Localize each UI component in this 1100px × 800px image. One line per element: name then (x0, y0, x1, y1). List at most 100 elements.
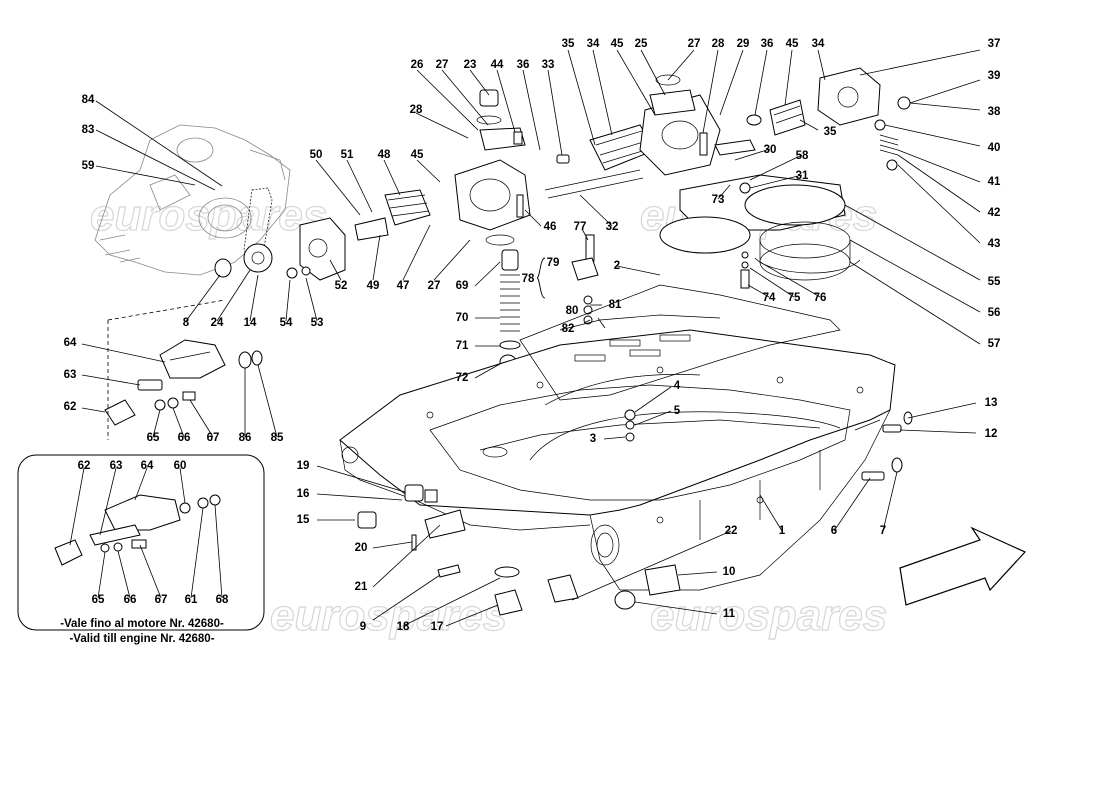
callout-36b: 36 (761, 38, 774, 50)
callout-11: 11 (723, 608, 736, 620)
callout-36a: 36 (517, 59, 530, 71)
sump-fittings (357, 409, 913, 616)
callout-81: 81 (609, 299, 622, 311)
callout-14: 14 (244, 317, 257, 329)
watermark-bottom-right: eurospares (650, 591, 887, 640)
callout-43: 43 (988, 238, 1001, 250)
callout-38: 38 (988, 106, 1001, 118)
callout-76: 76 (814, 292, 827, 304)
callout-73: 73 (712, 194, 725, 206)
callout-35a: 35 (562, 38, 575, 50)
callout-8: 8 (183, 317, 190, 329)
callout-35b: 35 (824, 126, 837, 138)
callout-83: 83 (82, 124, 95, 136)
callout-68: 68 (216, 594, 229, 606)
callout-40: 40 (988, 142, 1001, 154)
callout-20: 20 (355, 542, 368, 554)
callout-55: 55 (988, 276, 1001, 288)
callout-32: 32 (606, 221, 619, 233)
callout-49: 49 (367, 280, 380, 292)
callout-34a: 34 (587, 38, 600, 50)
callout-46: 46 (544, 221, 557, 233)
callout-7: 7 (880, 525, 886, 537)
callout-64a: 64 (64, 337, 77, 349)
callout-10: 10 (723, 566, 736, 578)
callout-63b: 63 (110, 460, 123, 472)
callout-67a: 67 (207, 432, 220, 444)
callout-4: 4 (674, 380, 681, 392)
callout-27a: 27 (428, 280, 441, 292)
callout-74: 74 (763, 292, 776, 304)
callout-75: 75 (788, 292, 801, 304)
callout-82: 82 (562, 323, 575, 335)
callout-17: 17 (431, 621, 444, 633)
callout-65a: 65 (147, 432, 160, 444)
callout-69: 69 (456, 280, 469, 292)
callout-52: 52 (335, 280, 348, 292)
callout-53: 53 (311, 317, 324, 329)
inset-note-italian: -Vale fino al motore Nr. 42680- (60, 618, 224, 630)
callout-56: 56 (988, 307, 1001, 319)
watermark-bottom-center: eurospares (270, 591, 507, 640)
callout-57: 57 (988, 338, 1001, 350)
callout-79: 79 (547, 257, 560, 269)
callout-67b: 67 (155, 594, 168, 606)
callout-65b: 65 (92, 594, 105, 606)
callout-47: 47 (397, 280, 410, 292)
callout-27c: 27 (688, 38, 701, 50)
callout-37: 37 (988, 38, 1001, 50)
chain-tensioner (104, 339, 263, 426)
callout-3: 3 (590, 433, 596, 445)
callout-45c: 45 (786, 38, 799, 50)
callout-2: 2 (614, 260, 620, 272)
callout-29: 29 (737, 38, 750, 50)
callout-39: 39 (988, 70, 1001, 82)
callout-23: 23 (464, 59, 477, 71)
oil-pump-assembly (286, 67, 911, 281)
callout-48: 48 (378, 149, 391, 161)
callout-25: 25 (635, 38, 648, 50)
callout-66a: 66 (178, 432, 191, 444)
callout-19: 19 (297, 460, 310, 472)
callout-6: 6 (831, 525, 837, 537)
direction-arrow-icon (899, 526, 1027, 606)
callout-59: 59 (82, 160, 95, 172)
callout-28b: 28 (712, 38, 725, 50)
callout-62b: 62 (78, 460, 91, 472)
callout-66b: 66 (124, 594, 137, 606)
callout-5: 5 (674, 405, 681, 417)
callout-27b: 27 (436, 59, 449, 71)
callout-13: 13 (985, 397, 998, 409)
callout-70: 70 (456, 312, 469, 324)
callout-42: 42 (988, 207, 1001, 219)
inset-notes: -Vale fino al motore Nr. 42680- -Valid t… (60, 618, 224, 645)
callout-33: 33 (542, 59, 555, 71)
callout-54: 54 (280, 317, 293, 329)
callout-30: 30 (764, 144, 777, 156)
callout-78-brace (536, 257, 546, 299)
inset-box (17, 454, 265, 631)
callout-60: 60 (174, 460, 187, 472)
callout-45a: 45 (411, 149, 424, 161)
callout-86: 86 (239, 432, 252, 444)
callout-64b: 64 (141, 460, 154, 472)
callout-71: 71 (456, 340, 469, 352)
callout-62a: 62 (64, 401, 77, 413)
callout-34b: 34 (812, 38, 825, 50)
callout-80: 80 (566, 305, 579, 317)
callout-12: 12 (985, 428, 998, 440)
callout-labels: 84 83 59 8 24 14 54 53 50 51 48 45 52 49… (64, 38, 1001, 633)
callout-28a: 28 (410, 104, 423, 116)
callout-45b: 45 (611, 38, 624, 50)
callout-72: 72 (456, 372, 469, 384)
callout-78: 78 (522, 273, 535, 285)
callout-21: 21 (355, 581, 368, 593)
callout-24: 24 (211, 317, 224, 329)
callout-26: 26 (411, 59, 424, 71)
callout-44: 44 (491, 59, 504, 71)
callout-84: 84 (82, 94, 95, 106)
callout-41: 41 (988, 176, 1001, 188)
callout-58: 58 (796, 150, 809, 162)
callout-63a: 63 (64, 369, 77, 381)
